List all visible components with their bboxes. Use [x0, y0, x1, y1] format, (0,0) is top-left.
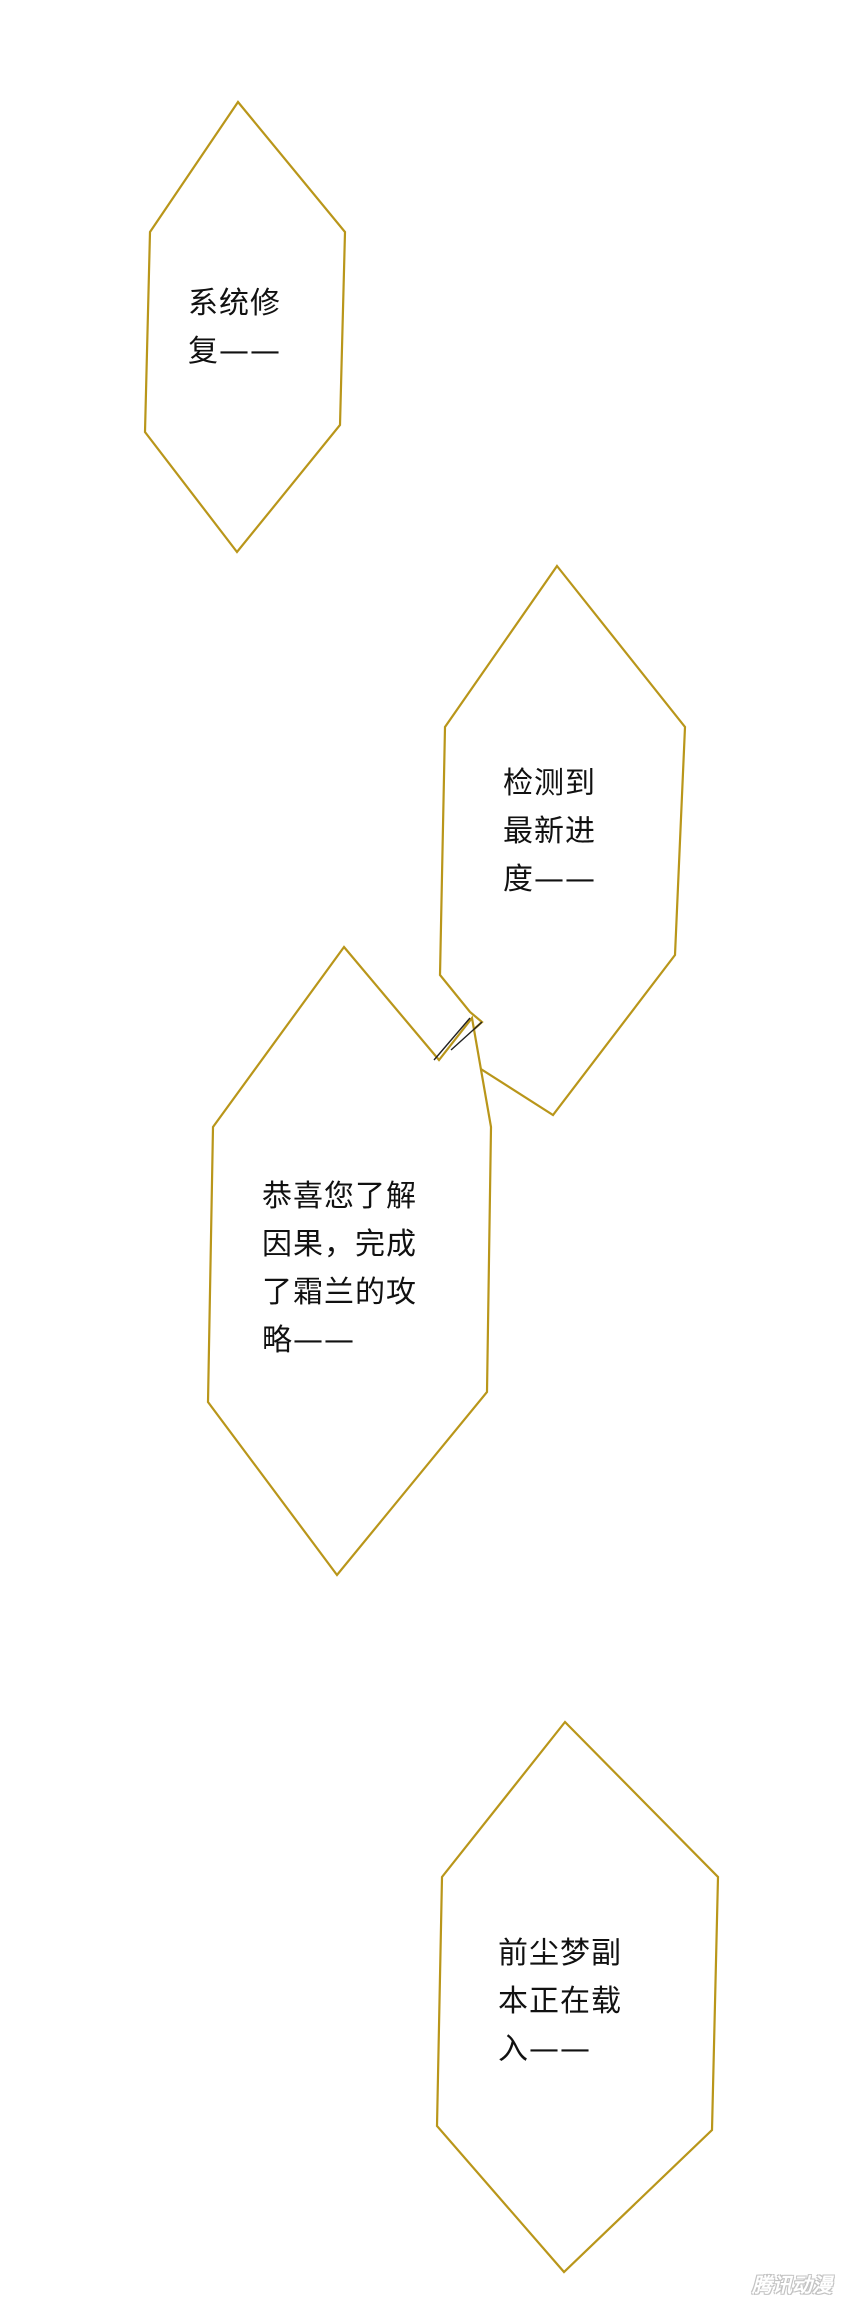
speech-bubble-3-text: 恭喜您了解 因果，完成 了霜兰的攻 略—— — [262, 1179, 417, 1358]
bubble-connector — [433, 1017, 483, 1061]
watermark-text: 腾讯动漫 — [752, 2273, 832, 2297]
speech-bubble-2-text: 检测到 最新进 度—— — [503, 766, 596, 897]
speech-bubble-1-text: 系统修 复—— — [188, 286, 281, 369]
watermark-logo: 腾讯动漫 — [742, 2270, 842, 2300]
speech-bubble-4-text: 前尘梦副 本正在载 入—— — [498, 1936, 622, 2067]
